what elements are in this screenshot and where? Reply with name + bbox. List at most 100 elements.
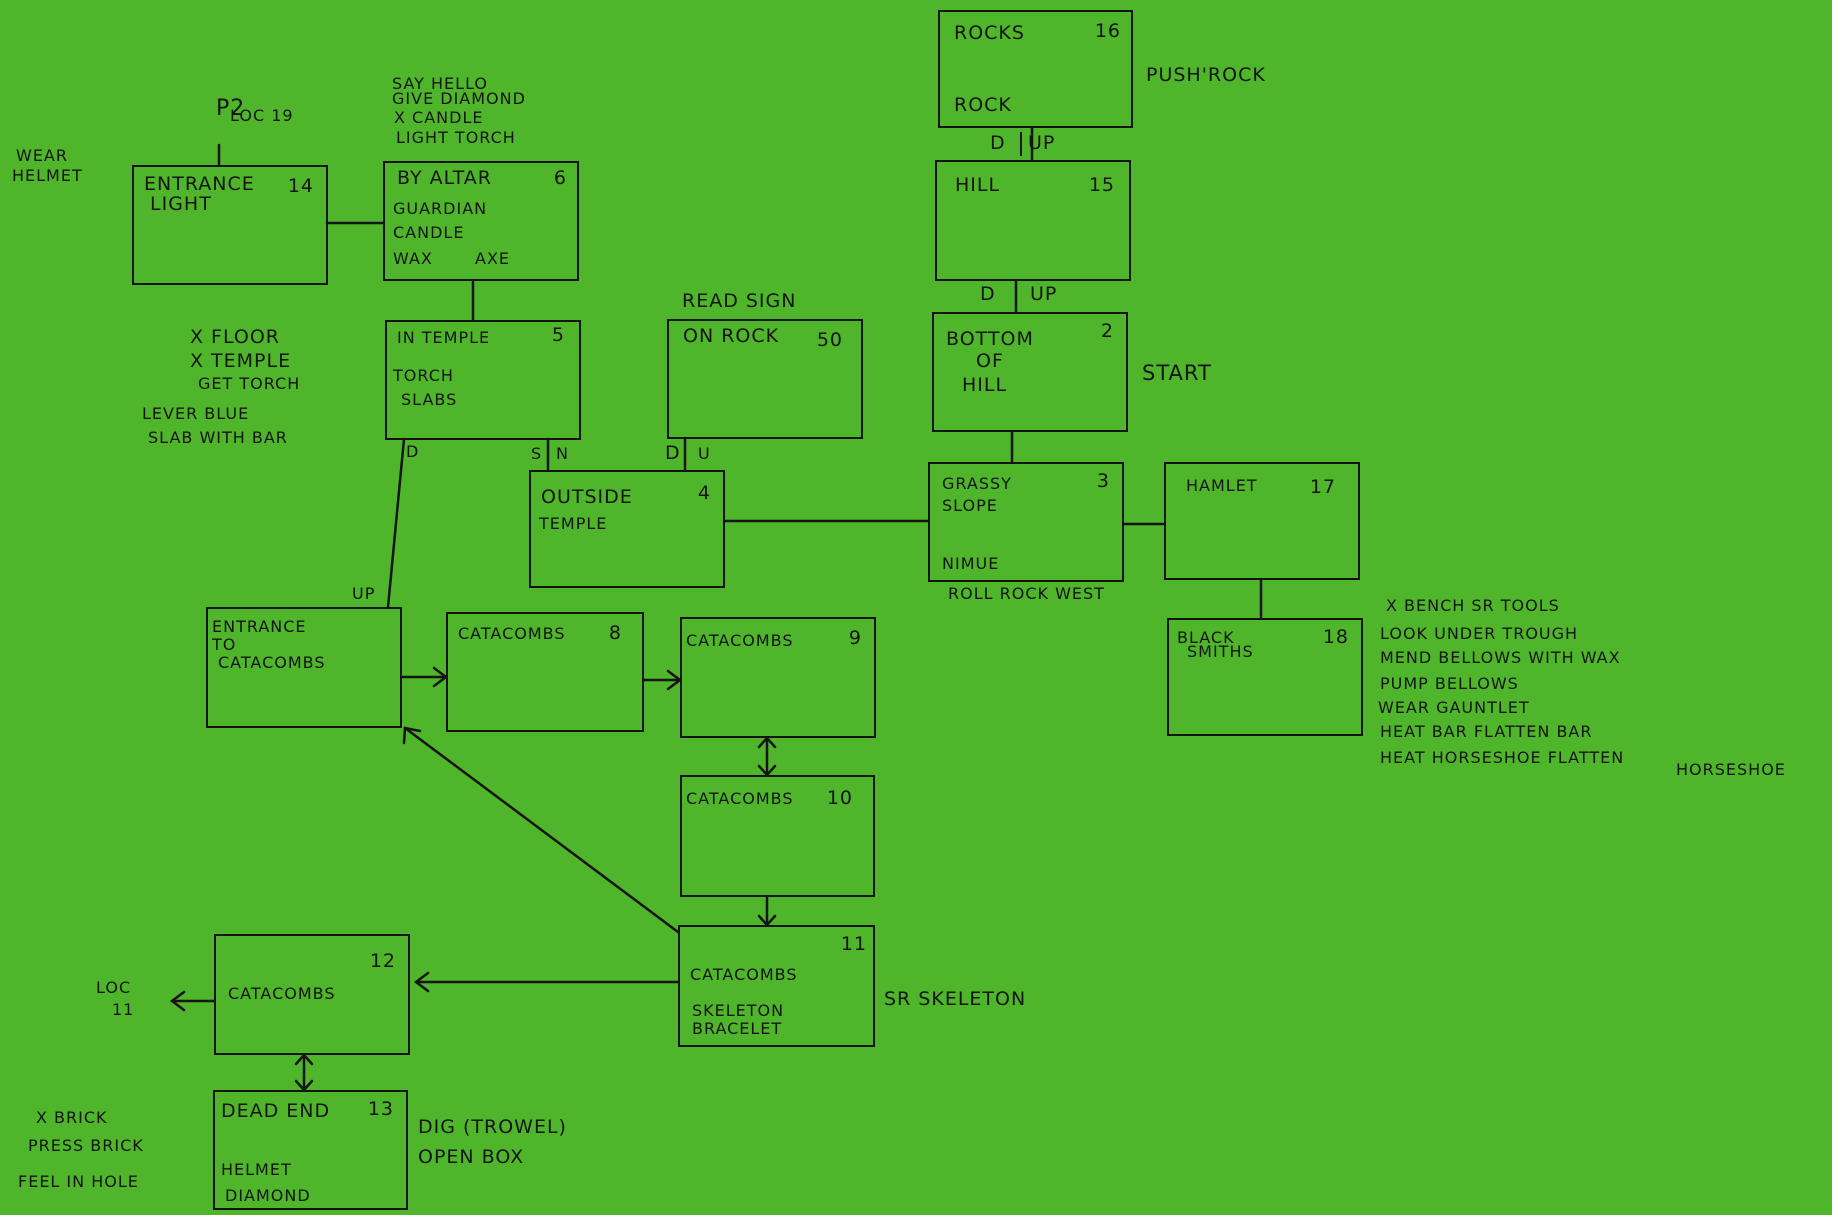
- note-smith: HEAT BAR FLATTEN BAR: [1380, 722, 1593, 741]
- note-read-sign: READ SIGN: [682, 290, 797, 312]
- link-5-7: [386, 437, 406, 609]
- note-wear: HELMET: [12, 166, 83, 185]
- room-name: CATACOMBS: [458, 624, 566, 643]
- exit-label: D: [990, 132, 1006, 154]
- room-name: ON ROCK: [683, 325, 780, 347]
- note-brick: FEEL IN HOLE: [18, 1172, 139, 1191]
- room-name: ROCKS: [954, 22, 1025, 44]
- room-catacombs-10[interactable]: CATACOMBS 10: [680, 775, 875, 897]
- room-name: HILL: [962, 374, 1008, 396]
- room-items: SKELETON: [692, 1001, 785, 1020]
- exit-label: D: [406, 442, 420, 461]
- note-p2-loc: LOC 19: [230, 106, 294, 125]
- room-name: CATACOMBS: [690, 965, 798, 984]
- exit-label: UP: [1028, 132, 1056, 154]
- arrow-into-7: [402, 726, 422, 745]
- room-name: BY ALTAR: [397, 167, 492, 189]
- note-altar: X CANDLE: [394, 108, 484, 127]
- room-entrance[interactable]: ENTRANCE LIGHT 14: [132, 165, 328, 285]
- room-entrance-to-catacombs[interactable]: ENTRANCE TO CATACOMBS: [206, 607, 402, 728]
- note-temple: X FLOOR: [190, 326, 281, 348]
- room-dead-end[interactable]: DEAD END 13 HELMET DIAMOND: [213, 1090, 408, 1210]
- room-number: 13: [367, 1098, 394, 1120]
- room-name: CATACOMBS: [686, 631, 794, 650]
- room-outside-temple[interactable]: OUTSIDE TEMPLE 4: [529, 470, 725, 588]
- note-dig: DIG (TROWEL): [418, 1116, 567, 1138]
- room-number: 2: [1100, 320, 1114, 342]
- room-name: LIGHT: [150, 193, 212, 215]
- room-hill[interactable]: HILL 15: [935, 160, 1131, 281]
- room-catacombs-9[interactable]: CATACOMBS 9: [680, 617, 876, 738]
- note-altar: SAY HELLO: [392, 74, 489, 93]
- note-brick: PRESS BRICK: [28, 1136, 144, 1155]
- room-number: 10: [826, 787, 853, 809]
- room-number: 4: [697, 482, 711, 504]
- note-loc11: LOC: [96, 978, 132, 997]
- exit-label: U: [698, 444, 711, 463]
- room-catacombs-12[interactable]: CATACOMBS 12: [214, 934, 410, 1055]
- room-items: CANDLE: [393, 223, 465, 242]
- note-altar: GIVE DIAMOND: [392, 89, 526, 108]
- room-number: 5: [551, 324, 565, 346]
- note-loc11: 11: [112, 1000, 135, 1019]
- note-smith: HORSESHOE: [1676, 760, 1786, 779]
- room-name: ENTRANCE: [212, 617, 307, 636]
- room-by-altar[interactable]: BY ALTAR 6 GUARDIAN CANDLE WAX AXE: [383, 161, 579, 281]
- note-smith: PUMP BELLOWS: [1380, 674, 1519, 693]
- room-items: AXE: [475, 249, 511, 268]
- room-items: HELMET: [221, 1160, 292, 1179]
- note-altar: LIGHT TORCH: [396, 128, 516, 147]
- room-number: 11: [840, 933, 867, 955]
- room-name: HAMLET: [1186, 476, 1258, 495]
- room-name: ENTRANCE: [144, 173, 255, 195]
- room-name: SMITHS: [1187, 642, 1254, 661]
- exit-label: UP: [352, 584, 376, 603]
- room-catacombs-11[interactable]: CATACOMBS 11 SKELETON BRACELET: [678, 925, 875, 1047]
- note-temple: X TEMPLE: [190, 350, 292, 372]
- note-smith: WEAR GAUNTLET: [1378, 698, 1530, 717]
- note-p2: P2: [216, 96, 246, 121]
- room-number: 9: [848, 627, 862, 649]
- room-number: 8: [608, 622, 622, 644]
- room-rocks[interactable]: ROCKS 16 ROCK: [938, 10, 1133, 128]
- note-temple: SLAB WITH BAR: [148, 428, 288, 447]
- room-name: GRASSY: [942, 474, 1012, 493]
- room-grassy-slope[interactable]: GRASSY SLOPE 3 NIMUE: [928, 462, 1124, 582]
- exit-label: D: [980, 283, 996, 305]
- room-name: CATACOMBS: [218, 653, 326, 672]
- room-name: BOTTOM: [946, 328, 1034, 350]
- arrow-loc11: [169, 990, 186, 1012]
- note-roll-rock: ROLL ROCK WEST: [948, 584, 1105, 603]
- room-name: HILL: [955, 174, 1001, 196]
- room-name: SLOPE: [942, 496, 998, 515]
- room-catacombs-8[interactable]: CATACOMBS 8: [446, 612, 644, 732]
- room-in-temple[interactable]: IN TEMPLE 5 TORCH SLABS: [385, 320, 581, 440]
- arrow-12-down: [294, 1053, 314, 1066]
- room-number: 12: [369, 950, 396, 972]
- room-name: OF: [976, 350, 1004, 372]
- note-smith: LOOK UNDER TROUGH: [1380, 624, 1579, 643]
- room-hamlet[interactable]: HAMLET 17: [1164, 462, 1360, 580]
- note-push-rock: PUSH'ROCK: [1146, 64, 1266, 86]
- room-name: DEAD END: [221, 1100, 331, 1122]
- exit-label: N: [556, 444, 569, 463]
- room-items: BRACELET: [692, 1019, 783, 1038]
- room-on-rock[interactable]: ON ROCK 50: [667, 319, 863, 439]
- room-number: 3: [1096, 470, 1110, 492]
- room-number: 6: [553, 167, 567, 189]
- room-name: TEMPLE: [539, 514, 608, 533]
- room-name: CATACOMBS: [228, 984, 336, 1003]
- room-items: SLABS: [401, 390, 458, 409]
- room-name: TO: [212, 635, 237, 654]
- note-smith: X BENCH SR TOOLS: [1386, 596, 1560, 615]
- room-number: 18: [1322, 626, 1349, 648]
- room-items: NIMUE: [942, 554, 1000, 573]
- room-name: BLACK: [1177, 628, 1235, 647]
- note-open-box: OPEN BOX: [418, 1146, 525, 1168]
- exit-label: UP: [1030, 283, 1058, 305]
- room-blacksmiths[interactable]: BLACK SMITHS 18: [1167, 618, 1363, 736]
- note-skeleton: SR SKELETON: [884, 988, 1027, 1010]
- room-items: GUARDIAN: [393, 199, 488, 218]
- room-bottom-of-hill[interactable]: BOTTOM OF HILL 2: [932, 312, 1128, 432]
